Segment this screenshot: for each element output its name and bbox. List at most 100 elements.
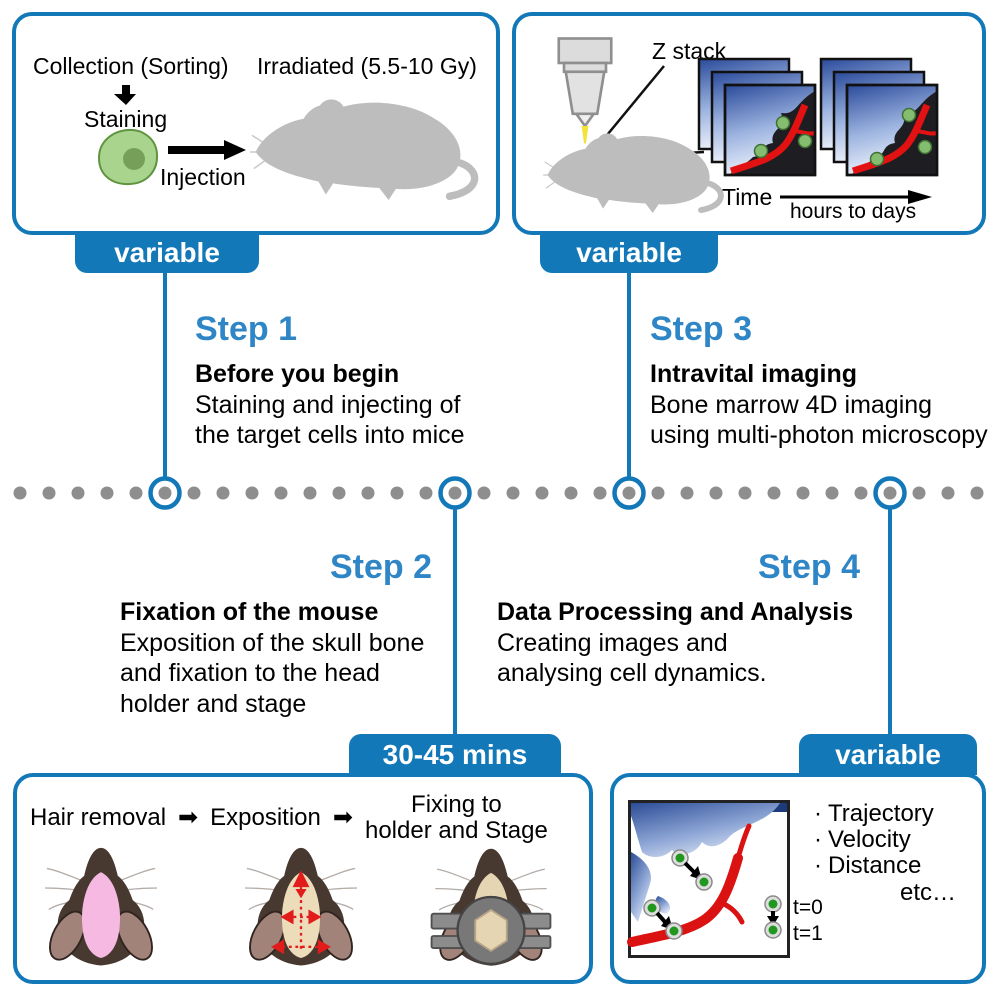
step4-line: Creating images and	[497, 628, 728, 657]
step1-line: Staining and injecting of	[195, 390, 461, 419]
step2-line: and fixation to the head	[120, 659, 380, 687]
time-scale-label: hours to days	[790, 200, 917, 223]
timeline-dot	[680, 486, 694, 500]
timeline-dot	[622, 486, 636, 500]
irradiated-label: Irradiated (5.5-10 Gy)	[257, 53, 477, 79]
arrow-right-icon: ➡	[178, 804, 199, 832]
step2-line: Exposition of the skull bone	[120, 628, 425, 657]
step3-heading: Intravital imaging	[650, 360, 857, 388]
metric-velocity: Velocity	[828, 826, 911, 853]
timeline	[13, 476, 984, 510]
list-item: · Trajectory	[814, 801, 956, 826]
timeline-dot	[796, 486, 810, 500]
timeline-dot	[651, 486, 665, 500]
timeline-dot	[477, 486, 491, 500]
list-item: · Velocity	[814, 827, 956, 852]
timeline-dot	[390, 486, 404, 500]
timeline-dot	[970, 486, 984, 500]
fixing-line1: Fixing to	[411, 791, 502, 818]
timeline-dot	[71, 486, 85, 500]
step4-title: Step 4	[757, 548, 860, 586]
arrow-right-icon: ➡	[332, 804, 353, 832]
mouse-icon	[250, 99, 479, 200]
exposition-label: Exposition	[210, 804, 321, 832]
step3-line: using multi-photon microscopy	[650, 421, 988, 449]
step4-heading: Data Processing and Analysis	[497, 598, 854, 626]
step4-line: analysing cell dynamics.	[497, 659, 767, 687]
metric-distance: Distance	[828, 852, 922, 879]
time-label: Time	[722, 184, 773, 210]
timeline-dot	[216, 486, 230, 500]
connector-step2	[453, 507, 457, 734]
timeline-dot	[42, 486, 56, 500]
step2-title: Step 2	[329, 548, 432, 586]
timeline-dot	[100, 486, 114, 500]
collection-label: Collection (Sorting)	[33, 53, 229, 79]
metric-trajectory: Trajectory	[828, 800, 934, 827]
timeline-dot	[535, 486, 549, 500]
bullet-icon: ·	[814, 826, 822, 853]
arrow-down-icon	[114, 85, 136, 105]
stained-cell-icon	[97, 128, 159, 186]
bone-marrow-render-image	[627, 800, 790, 958]
timeline-dot	[158, 486, 172, 500]
mouse-icon	[543, 133, 724, 213]
timeline-dot	[303, 486, 317, 500]
timeline-dot	[883, 486, 897, 500]
cell-track-arrows	[643, 849, 782, 940]
fixation-heading: Hair removal ➡ Exposition ➡ Fixing to ho…	[30, 791, 590, 845]
timeline-dot	[129, 486, 143, 500]
timeline-dot	[245, 486, 259, 500]
t0-label: t=0	[793, 896, 823, 919]
connector-step1	[163, 273, 167, 479]
timeline-dot	[854, 486, 868, 500]
mouse-head-hair-removal-icon	[44, 847, 158, 966]
preparation-time-badge: variable	[75, 232, 259, 273]
step1-block: Step 1 Before you begin Staining and inj…	[195, 310, 495, 451]
timeline-dot	[506, 486, 520, 500]
timeline-dot	[187, 486, 201, 500]
mouse-head-holder-icon	[430, 848, 552, 966]
mouse-head-exposition-icon	[244, 847, 358, 966]
timeline-dot	[825, 486, 839, 500]
timeline-dot	[361, 486, 375, 500]
step2-heading: Fixation of the mouse	[120, 598, 379, 626]
step4-block: Step 4 Data Processing and Analysis Crea…	[497, 548, 860, 689]
timeline-dot	[564, 486, 578, 500]
timeline-dot	[593, 486, 607, 500]
time-arrow-icon	[780, 190, 932, 204]
t1-label: t=1	[793, 922, 823, 945]
hair-removal-label: Hair removal	[30, 804, 167, 832]
step3-line: Bone marrow 4D imaging	[650, 390, 933, 419]
fixation-time-badge: 30-45 mins	[349, 734, 561, 775]
timeline-dot	[767, 486, 781, 500]
zstack-frames-t2	[819, 57, 939, 177]
etc-label: etc…	[900, 879, 957, 906]
timeline-dot	[274, 486, 288, 500]
staining-label: Staining	[84, 106, 168, 132]
timeline-dot	[912, 486, 926, 500]
bullet-icon: ·	[814, 800, 822, 827]
analysis-metrics-list: · Trajectory · Velocity · Distance etc…	[814, 801, 956, 905]
bullet-icon: ·	[814, 852, 822, 879]
fixing-label: Fixing to holder and Stage	[364, 791, 548, 845]
list-item: · Distance	[814, 853, 956, 878]
step1-title: Step 1	[195, 310, 298, 348]
microscope-objective-icon	[557, 37, 613, 144]
step2-line: holder and stage	[120, 689, 307, 718]
zstack-frames-t1	[697, 57, 817, 177]
analysis-time-badge: variable	[799, 734, 977, 775]
timeline-dot	[738, 486, 752, 500]
step2-block: Step 2 Fixation of the mouse Exposition …	[120, 548, 432, 719]
injection-label: Injection	[160, 164, 246, 190]
injection-arrow-icon	[168, 140, 246, 160]
timeline-dot	[332, 486, 346, 500]
step1-heading: Before you begin	[195, 360, 400, 388]
timeline-dot	[448, 486, 462, 500]
fixing-line2: holder and Stage	[364, 817, 548, 845]
connector-step4	[888, 507, 892, 734]
connector-step3	[627, 273, 631, 479]
timeline-dot	[941, 486, 955, 500]
timeline-dot	[709, 486, 723, 500]
